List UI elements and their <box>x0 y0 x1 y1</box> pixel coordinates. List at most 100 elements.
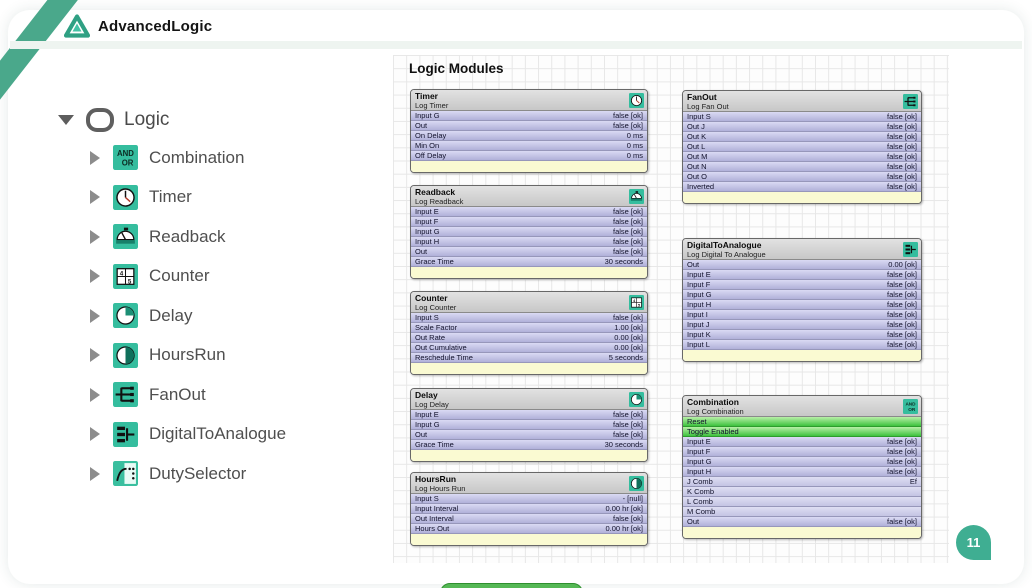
module-row: Out false [ok] <box>411 430 647 440</box>
module-canvas[interactable]: Logic Modules Timer Log Timer Input G fa… <box>393 55 949 563</box>
module-row: Reschedule Time 5 seconds <box>411 353 647 363</box>
row-label: Grace Time <box>415 257 454 266</box>
module-header[interactable]: FanOut Log Fan Out <box>683 91 921 112</box>
page-number-badge: 11 <box>956 525 991 560</box>
module-header[interactable]: DigitalToAnalogue Log Digital To Analogu… <box>683 239 921 260</box>
collapse-arrow-icon[interactable] <box>90 269 100 284</box>
module-row: Out M false [ok] <box>683 152 921 162</box>
combination-icon <box>113 145 138 170</box>
module-fanout[interactable]: FanOut Log Fan Out Input S false [ok] Ou… <box>682 90 922 204</box>
expand-arrow-icon[interactable] <box>58 115 74 125</box>
collapse-arrow-icon[interactable] <box>90 466 100 481</box>
collapse-arrow-icon[interactable] <box>90 348 100 363</box>
module-row: Out O false [ok] <box>683 172 921 182</box>
module-delay[interactable]: Delay Log Delay Input E false [ok] Input… <box>410 388 648 462</box>
row-value: false [ok] <box>886 467 917 476</box>
tree-item-counter[interactable]: Counter <box>90 257 388 297</box>
tree-item-hoursrun[interactable]: HoursRun <box>90 336 388 376</box>
collapse-arrow-icon[interactable] <box>90 229 100 244</box>
module-counter[interactable]: Counter Log Counter Input S false [ok] S… <box>410 291 648 375</box>
module-row: Input G false [ok] <box>683 290 921 300</box>
module-combination[interactable]: Combination Log Combination Reset Toggle… <box>682 395 922 539</box>
row-value: false [ok] <box>612 313 643 322</box>
digitaltoanalogue-icon <box>903 242 918 257</box>
tree-item-combination[interactable]: Combination <box>90 138 388 178</box>
module-row: Out false [ok] <box>411 121 647 131</box>
module-header[interactable]: Delay Log Delay <box>411 389 647 410</box>
tree-root-logic[interactable]: Logic <box>58 102 388 138</box>
logic-folder-icon <box>86 108 114 132</box>
row-label: Input Interval <box>415 504 459 513</box>
row-label: Input G <box>415 420 440 429</box>
row-label: Reschedule Time <box>415 353 473 362</box>
module-footer <box>411 363 647 374</box>
module-row: Input S false [ok] <box>683 112 921 122</box>
module-row: Out K false [ok] <box>683 132 921 142</box>
module-header[interactable]: Combination Log Combination <box>683 396 921 417</box>
module-subtitle: Log Counter <box>415 303 457 312</box>
module-row: Out false [ok] <box>683 517 921 527</box>
collapse-arrow-icon[interactable] <box>90 387 100 402</box>
module-header[interactable]: Readback Log Readback <box>411 186 647 207</box>
row-label: Input H <box>687 300 712 309</box>
brand-logo-icon <box>64 14 90 38</box>
row-value: 0 ms <box>626 151 643 160</box>
module-rows: Input E false [ok] Input F false [ok] In… <box>411 207 647 267</box>
timer-icon <box>113 185 138 210</box>
row-value: false [ok] <box>612 247 643 256</box>
collapse-arrow-icon[interactable] <box>90 190 100 205</box>
module-hoursrun[interactable]: HoursRun Log Hours Run Input S - [null] … <box>410 472 648 546</box>
module-subtitle: Log Combination <box>687 407 744 416</box>
bottom-button-partial[interactable] <box>440 583 583 588</box>
tree-item-timer[interactable]: Timer <box>90 178 388 218</box>
row-value: 1.00 [ok] <box>614 323 643 332</box>
row-value: Ef <box>909 477 917 486</box>
row-label: Input S <box>415 313 439 322</box>
collapse-arrow-icon[interactable] <box>90 308 100 323</box>
module-row: Out J false [ok] <box>683 122 921 132</box>
module-timer[interactable]: Timer Log Timer Input G false [ok] Out f… <box>410 89 648 173</box>
module-row: Out L false [ok] <box>683 142 921 152</box>
row-value: false [ok] <box>886 340 917 349</box>
tree-item-readback[interactable]: Readback <box>90 217 388 257</box>
module-header[interactable]: HoursRun Log Hours Run <box>411 473 647 494</box>
module-row: Input E false [ok] <box>683 437 921 447</box>
module-rows: Reset Toggle Enabled Input E false [ok] … <box>683 417 921 527</box>
module-row: Input F false [ok] <box>683 280 921 290</box>
module-row[interactable]: Reset <box>683 417 921 427</box>
module-header[interactable]: Counter Log Counter <box>411 292 647 313</box>
tree-item-fanout[interactable]: FanOut <box>90 375 388 415</box>
row-label: Out Rate <box>415 333 446 342</box>
module-digitaltoanalogue[interactable]: DigitalToAnalogue Log Digital To Analogu… <box>682 238 922 362</box>
collapse-arrow-icon[interactable] <box>90 427 100 442</box>
row-value: 30 seconds <box>604 257 643 266</box>
module-row[interactable]: Toggle Enabled <box>683 427 921 437</box>
row-label: Scale Factor <box>415 323 458 332</box>
tree-item-label: DigitalToAnalogue <box>149 424 287 444</box>
module-row: Input G false [ok] <box>411 227 647 237</box>
row-label: Input F <box>687 280 711 289</box>
row-value: false [ok] <box>886 300 917 309</box>
module-row: Input E false [ok] <box>411 207 647 217</box>
row-value: false [ok] <box>886 182 917 191</box>
row-value: 0 ms <box>626 131 643 140</box>
row-value: false [ok] <box>886 280 917 289</box>
module-footer <box>683 527 921 538</box>
module-title: DigitalToAnalogue <box>687 240 762 250</box>
tree-item-label: DutySelector <box>149 463 247 483</box>
module-row: Input E false [ok] <box>411 410 647 420</box>
module-header[interactable]: Timer Log Timer <box>411 90 647 111</box>
row-value: false [ok] <box>886 142 917 151</box>
module-readback[interactable]: Readback Log Readback Input E false [ok]… <box>410 185 648 279</box>
tree-item-delay[interactable]: Delay <box>90 296 388 336</box>
module-row: Input G false [ok] <box>411 420 647 430</box>
module-footer <box>411 161 647 172</box>
module-row: Input S - [null] <box>411 494 647 504</box>
tree-item-dutyselector[interactable]: DutySelector <box>90 454 388 494</box>
row-label: Toggle Enabled <box>687 427 739 436</box>
collapse-arrow-icon[interactable] <box>90 150 100 165</box>
module-subtitle: Log Readback <box>415 197 464 206</box>
row-value: 0.00 hr [ok] <box>605 524 643 533</box>
tree-item-digitaltoanalogue[interactable]: DigitalToAnalogue <box>90 415 388 455</box>
row-label: Out <box>687 517 700 526</box>
